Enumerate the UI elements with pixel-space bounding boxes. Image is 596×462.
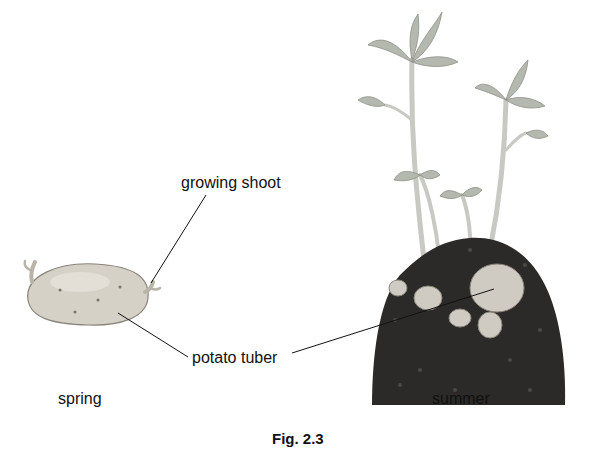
- part-label: growing shoot: [181, 173, 281, 192]
- part-label: potato tuber: [192, 348, 277, 367]
- summer-plant: [385, 60, 526, 270]
- spring-potato: [25, 261, 160, 325]
- leaves: [358, 12, 548, 199]
- leader-lines: [118, 195, 494, 357]
- season-label: spring: [58, 389, 102, 408]
- season-label: summer: [432, 389, 490, 408]
- soil-mound: [372, 238, 565, 405]
- soil-texture: [393, 248, 542, 392]
- figure-caption: Fig. 2.3: [272, 430, 324, 448]
